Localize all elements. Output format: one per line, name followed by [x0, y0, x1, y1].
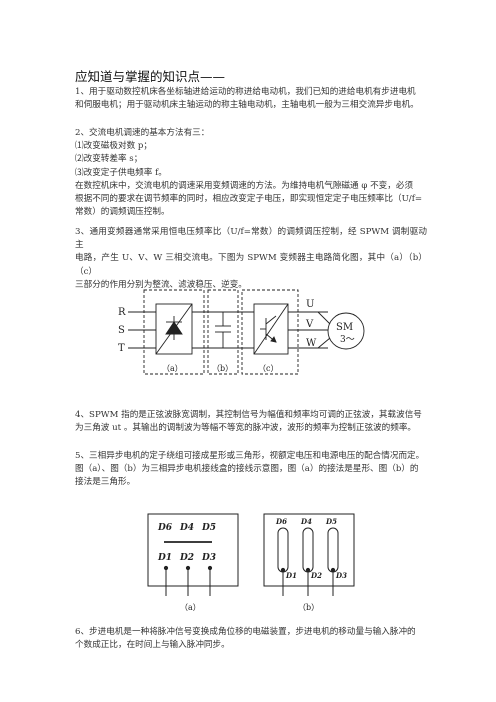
terminal-label-a-d5: D5: [201, 523, 216, 533]
paragraph-line: ⑶改变定子供电频率 f。: [75, 167, 167, 178]
paragraph-line: 5、三相异步电机的定子绕组可接成星形或三角形，视额定电压和电源电压的配合情况而定…: [75, 451, 425, 461]
terminal-label-b-d2: D2: [310, 571, 322, 580]
paragraph-line: 和伺服电机；用于驱动机床主轴运动的称主轴电动机，主轴电机一般为三相交流异步电机。: [75, 100, 419, 111]
output-label-v: V: [305, 319, 314, 330]
paragraph-5: 5、三相异步电机的定子绕组可接成星形或三角形，视额定电压和电源电压的配合情况而定…: [75, 450, 427, 490]
terminal-wiring-diagram: D6 D4 D5 D1 D2 D3 D6 D4 D5 D1 D2 D3 （a） …: [147, 513, 355, 612]
paragraph-line: ⑴改变磁极对数 p；: [75, 141, 152, 152]
figure-label-a: （a）: [180, 603, 201, 612]
paragraph-line: ⑵改变转差率 s；: [75, 154, 143, 165]
paragraph-line: 2、交流电机调速的基本方法有三：: [75, 128, 210, 138]
terminal-label-a-d6: D6: [157, 523, 173, 533]
terminal-label-a-d3: D3: [201, 553, 216, 563]
motor-phase-label: 3～: [340, 335, 355, 345]
paragraph-line: 4、SPWM 指的是正弦波脉宽调制，其控制信号为幅值和频率均可调的正弦波，其载波…: [75, 410, 422, 420]
figure-label-b: （b）: [298, 603, 319, 612]
terminal-label-b-d4: D4: [300, 517, 312, 526]
paragraph-4: 4、SPWM 指的是正弦波脉宽调制，其控制信号为幅值和频率均可调的正弦波，其载波…: [75, 409, 427, 435]
paragraph-line: 3、通用变频器通常采用恒电压频率比（U/f=常数）的调频调压控制，经 SPWM …: [75, 227, 427, 251]
terminal-label-a-d4: D4: [179, 523, 194, 533]
paragraph-line: 常数）的调频调压控制。: [75, 207, 170, 218]
paragraph-line: 接法是三角形。: [75, 477, 136, 488]
motor-label: SM: [336, 322, 353, 333]
spwm-circuit-diagram: R S T U V W SM 3～ （a） （b） （c）: [118, 289, 365, 375]
terminal-label-b-d3: D3: [335, 571, 347, 580]
page-title: 应知道与掌握的知识点——: [75, 69, 226, 84]
terminal-label-b-d6: D6: [275, 517, 287, 526]
paragraph-line: 为三角波 ut 。其输出的调制波为等幅不等宽的脉冲波，波形的频率为控制正弦波的频…: [75, 423, 417, 434]
paragraph-line: 6、步进电机是一种将脉冲信号变换成角位移的电磁装置，步进电机的移动量与输入脉冲的: [75, 627, 416, 637]
paragraph-line: 电路，产生 U、V、W 三相交流电。下图为 SPWM 变频器主电路简化图，其中（…: [75, 253, 427, 277]
terminal-label-a-d2: D2: [179, 553, 194, 563]
paragraph-3: 3、通用变频器通常采用恒电压频率比（U/f=常数）的调频调压控制，经 SPWM …: [75, 226, 427, 292]
paragraph-line: 个数成正比，在时间上与输入脉冲同步。: [75, 640, 230, 651]
input-label-r: R: [118, 307, 126, 318]
section-label-b: （b）: [212, 364, 233, 373]
input-label-t: T: [118, 343, 125, 354]
paragraph-line: 三部分的作用分别为整流、滤波稳压、逆变。: [75, 279, 247, 290]
paragraph-line: 在数控机床中，交流电机的调速采用变频调速的方法。为维持电机气隙磁通 φ 不变，必…: [75, 180, 414, 191]
input-label-s: S: [118, 325, 125, 336]
output-label-u: U: [306, 299, 314, 310]
paragraph-line: 根据不同的要求在调节频率的同时，相应改变定子电压，即实现恒定定子电压频率比（U/…: [75, 194, 423, 205]
output-label-w: W: [306, 338, 317, 349]
paragraph-1: 1、用于驱动数控机床各坐标轴进给运动的称进给电动机，我们已知的进给电机有步进电机…: [75, 86, 427, 112]
paragraph-line: 图（a）、图（b）为三相异步电机接线盒的接线示意图，图（a）的接法是星形、图（b…: [75, 464, 419, 475]
paragraph-2: 2、交流电机调速的基本方法有三： ⑴改变磁极对数 p； ⑵改变转差率 s； ⑶改…: [75, 127, 427, 219]
paragraph-6: 6、步进电机是一种将脉冲信号变换成角位移的电磁装置，步进电机的移动量与输入脉冲的…: [75, 626, 427, 652]
section-label-c: （c）: [258, 364, 278, 373]
terminal-label-a-d1: D1: [157, 553, 172, 563]
paragraph-line: 1、用于驱动数控机床各坐标轴进给运动的称进给电动机，我们已知的进给电机有步进电机: [75, 87, 416, 97]
terminal-label-b-d5: D5: [325, 517, 337, 526]
terminal-label-b-d1: D1: [285, 571, 297, 580]
section-label-a: （a）: [162, 364, 183, 373]
